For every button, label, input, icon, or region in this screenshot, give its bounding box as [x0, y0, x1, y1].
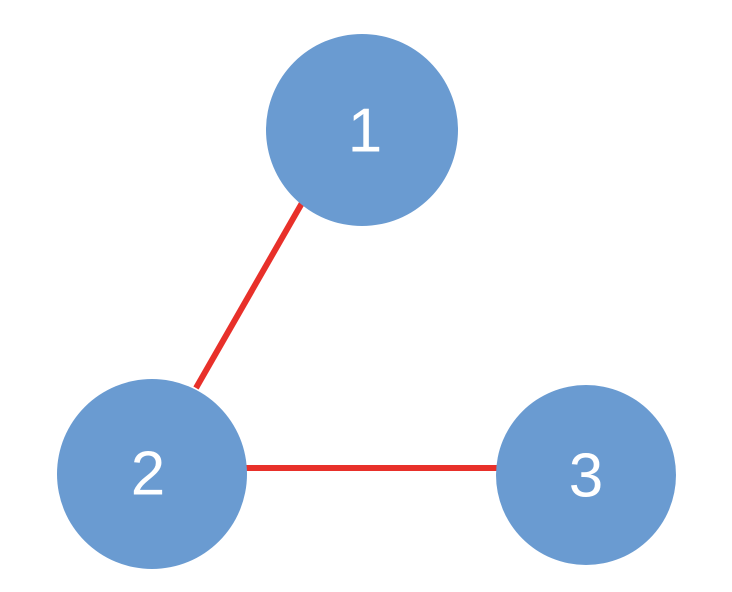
node-1-label: 1: [348, 97, 382, 166]
node-1[interactable]: 1: [266, 34, 458, 226]
node-3-circle[interactable]: [496, 385, 676, 565]
node-2[interactable]: 2: [57, 379, 247, 569]
node-3-label: 3: [569, 442, 603, 511]
node-1-circle[interactable]: [266, 34, 458, 226]
edge-1-2[interactable]: [193, 201, 305, 390]
node-3[interactable]: 3: [496, 385, 676, 565]
edges-layer: [193, 201, 498, 471]
node-2-circle[interactable]: [57, 379, 247, 569]
nodes-layer: 1 2 3: [57, 34, 676, 569]
node-2-label: 2: [131, 440, 165, 509]
